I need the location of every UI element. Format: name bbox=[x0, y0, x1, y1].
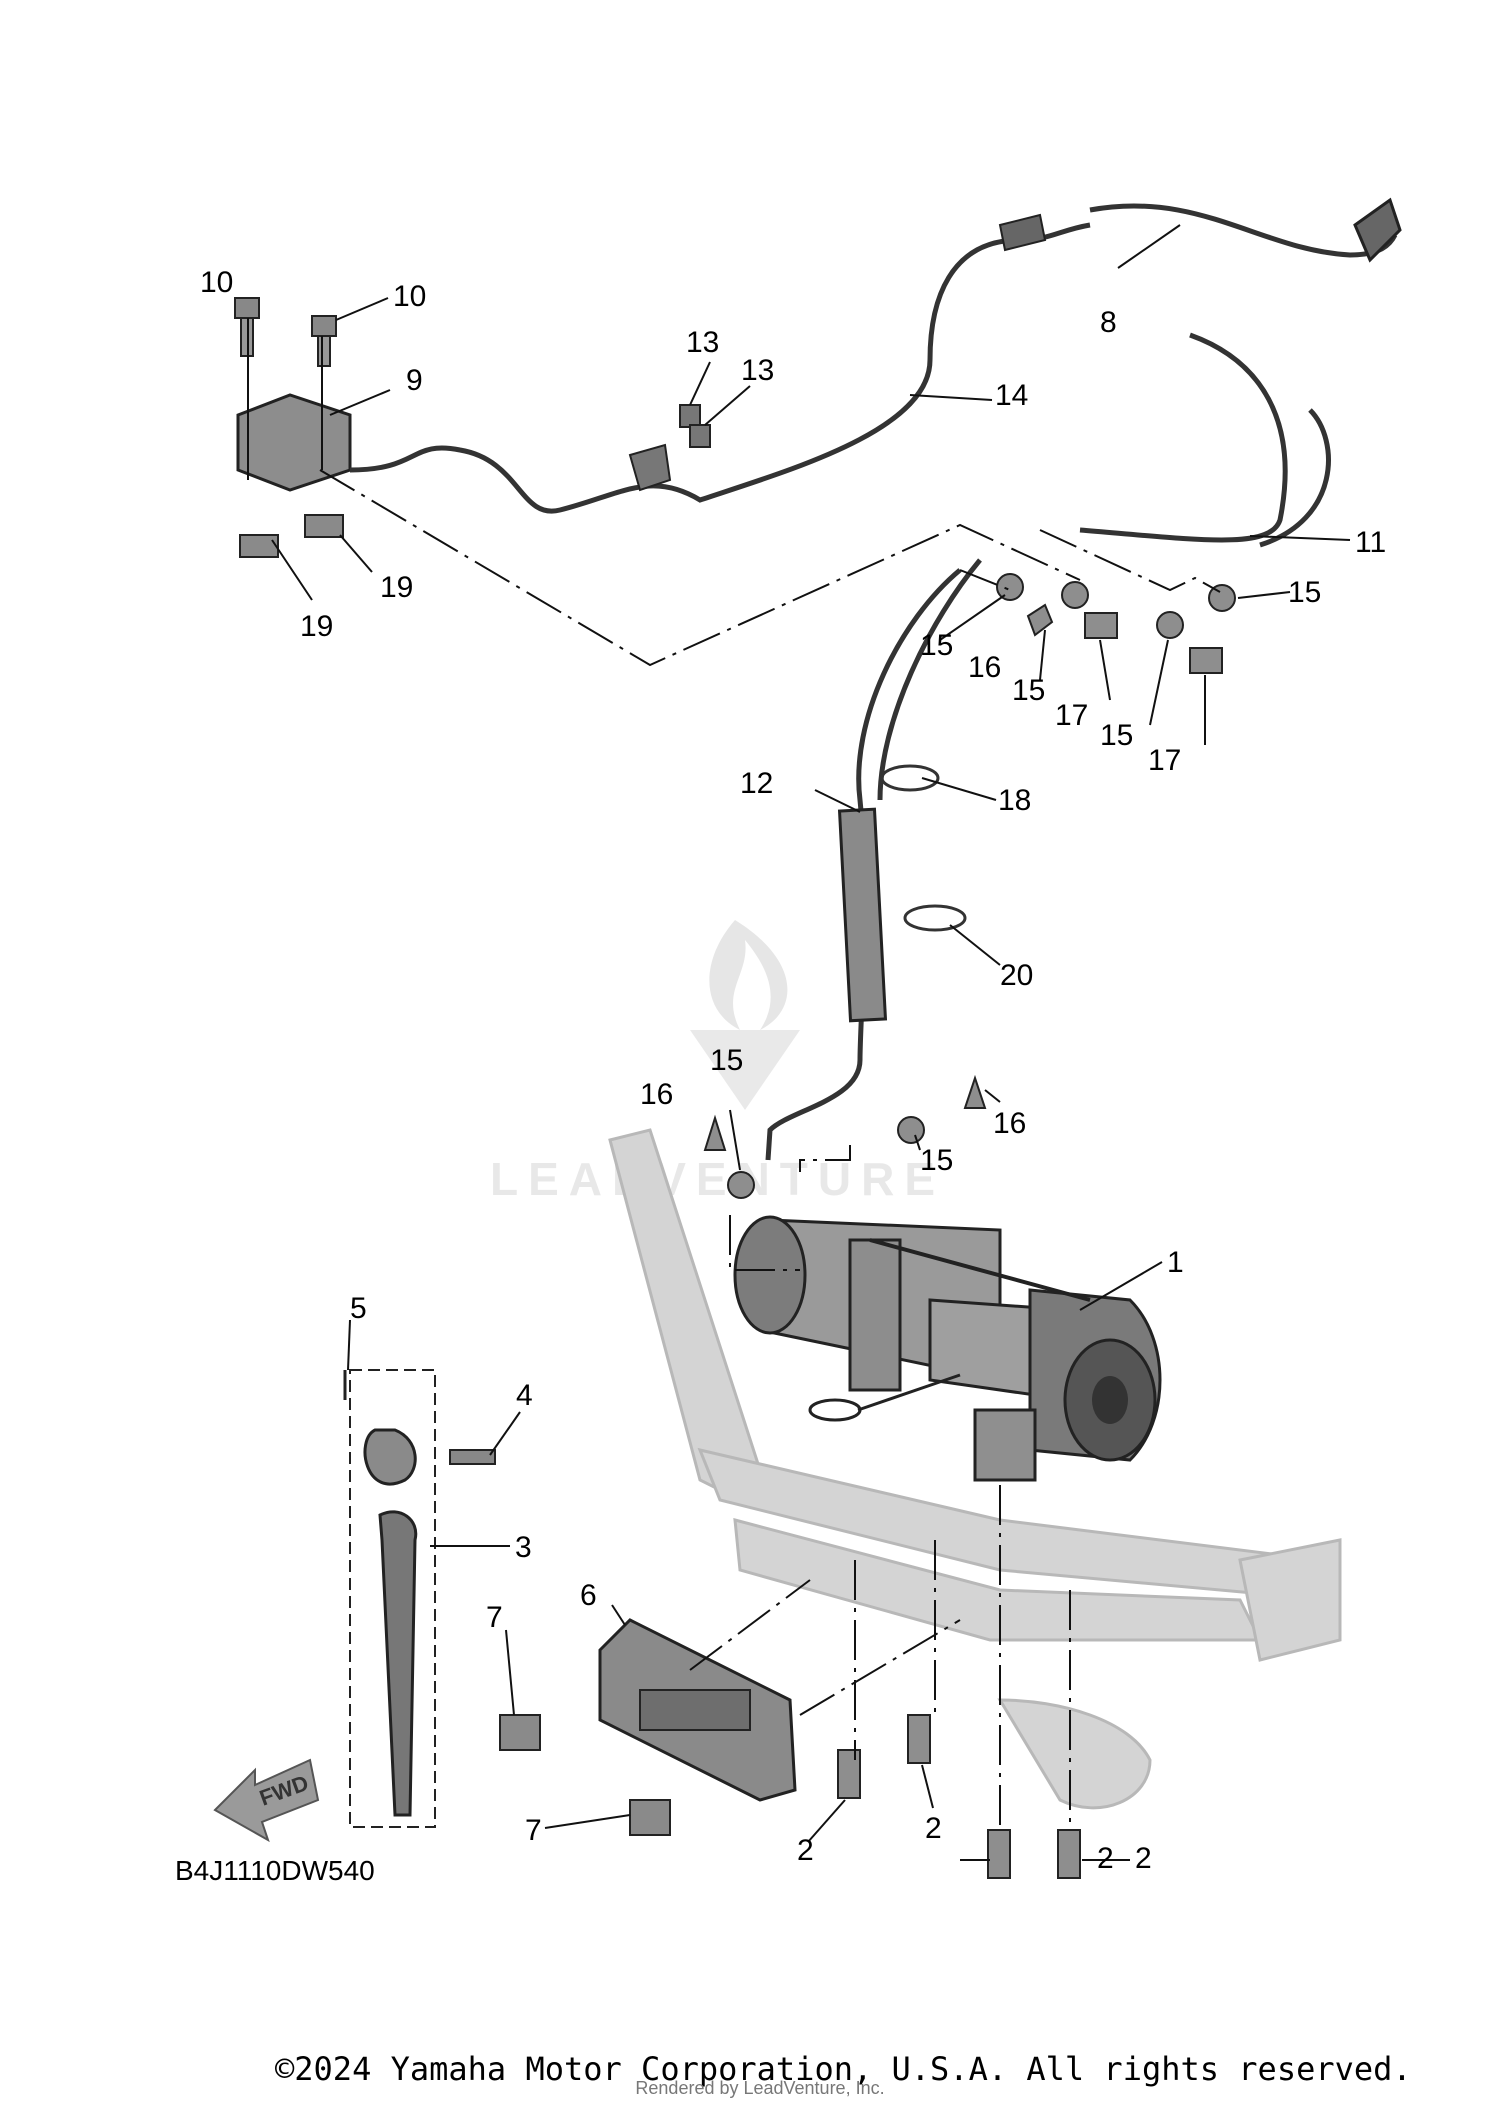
callout-7-lower: 7 bbox=[525, 1814, 542, 1847]
callouts: 1 2 2 2 2 3 4 5 6 7 7 8 9 10 10 11 12 13… bbox=[200, 266, 1386, 1875]
callout-5: 5 bbox=[350, 1292, 367, 1325]
fairlead bbox=[598, 1618, 797, 1802]
cable-tie-18 bbox=[880, 764, 940, 792]
connector-13-b bbox=[689, 424, 711, 448]
cable-tie-20 bbox=[903, 904, 967, 932]
connector-8 bbox=[998, 213, 1047, 252]
bumper-frame bbox=[608, 1128, 1342, 1810]
callout-4: 4 bbox=[516, 1379, 533, 1412]
callout-13-b: 13 bbox=[741, 354, 774, 387]
callout-9: 9 bbox=[406, 364, 423, 397]
callout-6: 6 bbox=[580, 1579, 597, 1612]
phantom-lines bbox=[319, 469, 1221, 1830]
callout-1: 1 bbox=[1167, 1246, 1184, 1279]
callout-10-left: 10 bbox=[200, 266, 233, 299]
callout-10-right: 10 bbox=[393, 280, 426, 313]
bolts-2 bbox=[837, 1714, 1081, 1879]
callout-15-d: 15 bbox=[1100, 719, 1133, 752]
callout-2-a: 2 bbox=[797, 1834, 814, 1867]
callout-8: 8 bbox=[1100, 306, 1117, 339]
conduit-12 bbox=[837, 807, 888, 1023]
callout-15-e: 15 bbox=[710, 1044, 743, 1077]
hook-strap-assembly bbox=[343, 1369, 496, 1828]
callout-2-b: 2 bbox=[925, 1812, 942, 1845]
callout-11: 11 bbox=[1355, 526, 1386, 559]
callout-15-c: 15 bbox=[1012, 674, 1045, 707]
callout-17-a: 17 bbox=[1055, 699, 1088, 732]
callout-16-c: 16 bbox=[993, 1107, 1026, 1140]
bolt-10-right bbox=[311, 315, 337, 367]
relay-box bbox=[236, 393, 352, 558]
callout-15-a: 15 bbox=[1288, 576, 1321, 609]
callout-19-b: 19 bbox=[380, 571, 413, 604]
callout-20: 20 bbox=[1000, 959, 1033, 992]
switch-8 bbox=[1353, 197, 1402, 263]
bolt-7-upper bbox=[499, 1714, 541, 1751]
callout-16-a: 16 bbox=[968, 651, 1001, 684]
callout-7-upper: 7 bbox=[486, 1601, 503, 1634]
copyright-notice: ©2024 Yamaha Motor Corporation, U.S.A. A… bbox=[275, 2050, 1412, 2088]
fwd-arrow: FWD bbox=[213, 1758, 320, 1843]
leader-lines bbox=[247, 224, 1351, 1861]
callout-18: 18 bbox=[998, 784, 1031, 817]
winch-assembly bbox=[733, 1215, 1162, 1482]
callout-12: 12 bbox=[740, 767, 773, 800]
callout-15-b: 15 bbox=[920, 629, 953, 662]
callout-16-b: 16 bbox=[640, 1078, 673, 1111]
callout-17-b: 17 bbox=[1148, 744, 1181, 777]
watermark-v-icon bbox=[690, 1030, 800, 1110]
callout-2-e: 2 bbox=[1135, 1842, 1152, 1875]
watermark-text: LEADVENTURE bbox=[490, 1153, 945, 1205]
drawing-code: B4J1110DW540 bbox=[175, 1855, 375, 1886]
callout-15-f: 15 bbox=[920, 1144, 953, 1177]
callout-13-a: 13 bbox=[686, 326, 719, 359]
callout-3: 3 bbox=[515, 1531, 532, 1564]
callout-14: 14 bbox=[995, 379, 1028, 412]
callout-2-d: 2 bbox=[1097, 1842, 1114, 1875]
small-parts bbox=[703, 573, 1236, 1199]
rendered-by-notice: Rendered by LeadVenture, Inc. bbox=[635, 2078, 885, 2098]
bolt-7-lower bbox=[629, 1799, 671, 1836]
connector-14 bbox=[628, 443, 672, 492]
watermark-flame-icon bbox=[709, 920, 788, 1030]
watermark: LEADVENTURE bbox=[490, 920, 945, 1205]
callout-19-a: 19 bbox=[300, 610, 333, 643]
connector-13-a bbox=[679, 404, 701, 428]
